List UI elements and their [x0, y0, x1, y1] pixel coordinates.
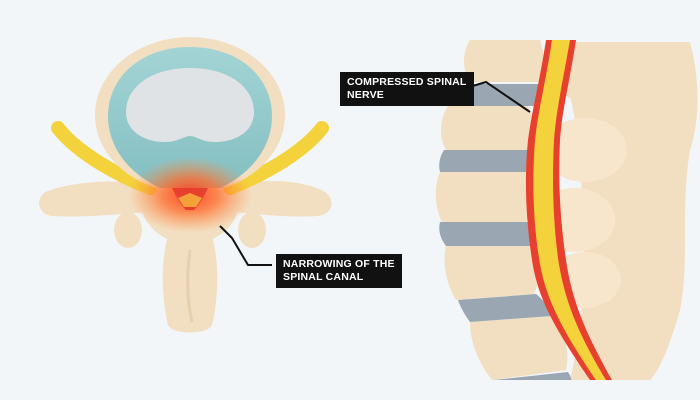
narrowing-label-line2: SPINAL CANAL	[283, 271, 364, 283]
vertebral-body-1	[464, 40, 544, 82]
right-transverse-process	[230, 180, 332, 217]
sagittal-spine	[435, 40, 698, 380]
compressed-label-line1: COMPRESSED SPINAL	[347, 76, 467, 88]
axial-vertebra	[39, 37, 332, 333]
left-facet	[114, 212, 142, 248]
vertebral-body-5	[470, 316, 568, 380]
spinal-nerve	[533, 40, 606, 380]
right-facet	[238, 212, 266, 248]
facet-1	[555, 45, 635, 105]
canal-pointer-line	[219, 225, 272, 266]
narrowing-spinal-canal-label: NARROWING OF THE SPINAL CANAL	[276, 254, 402, 288]
vertebral-body-3	[435, 172, 531, 222]
vertebral-body-4	[444, 246, 538, 300]
disc-5	[494, 372, 572, 380]
spinous-process	[162, 236, 218, 333]
disc-3	[439, 222, 535, 246]
narrowing-label-line1: NARROWING OF THE	[283, 258, 395, 270]
vertebral-body-2	[440, 106, 534, 150]
facet-5	[582, 300, 658, 360]
facet-2	[543, 118, 627, 182]
compressed-spinal-nerve-label: COMPRESSED SPINAL NERVE	[340, 72, 474, 106]
compressed-label-line2: NERVE	[347, 89, 384, 101]
disc-4	[458, 294, 552, 322]
disc-2	[439, 150, 536, 172]
disc-nucleus	[126, 68, 254, 142]
left-transverse-process	[39, 181, 151, 217]
